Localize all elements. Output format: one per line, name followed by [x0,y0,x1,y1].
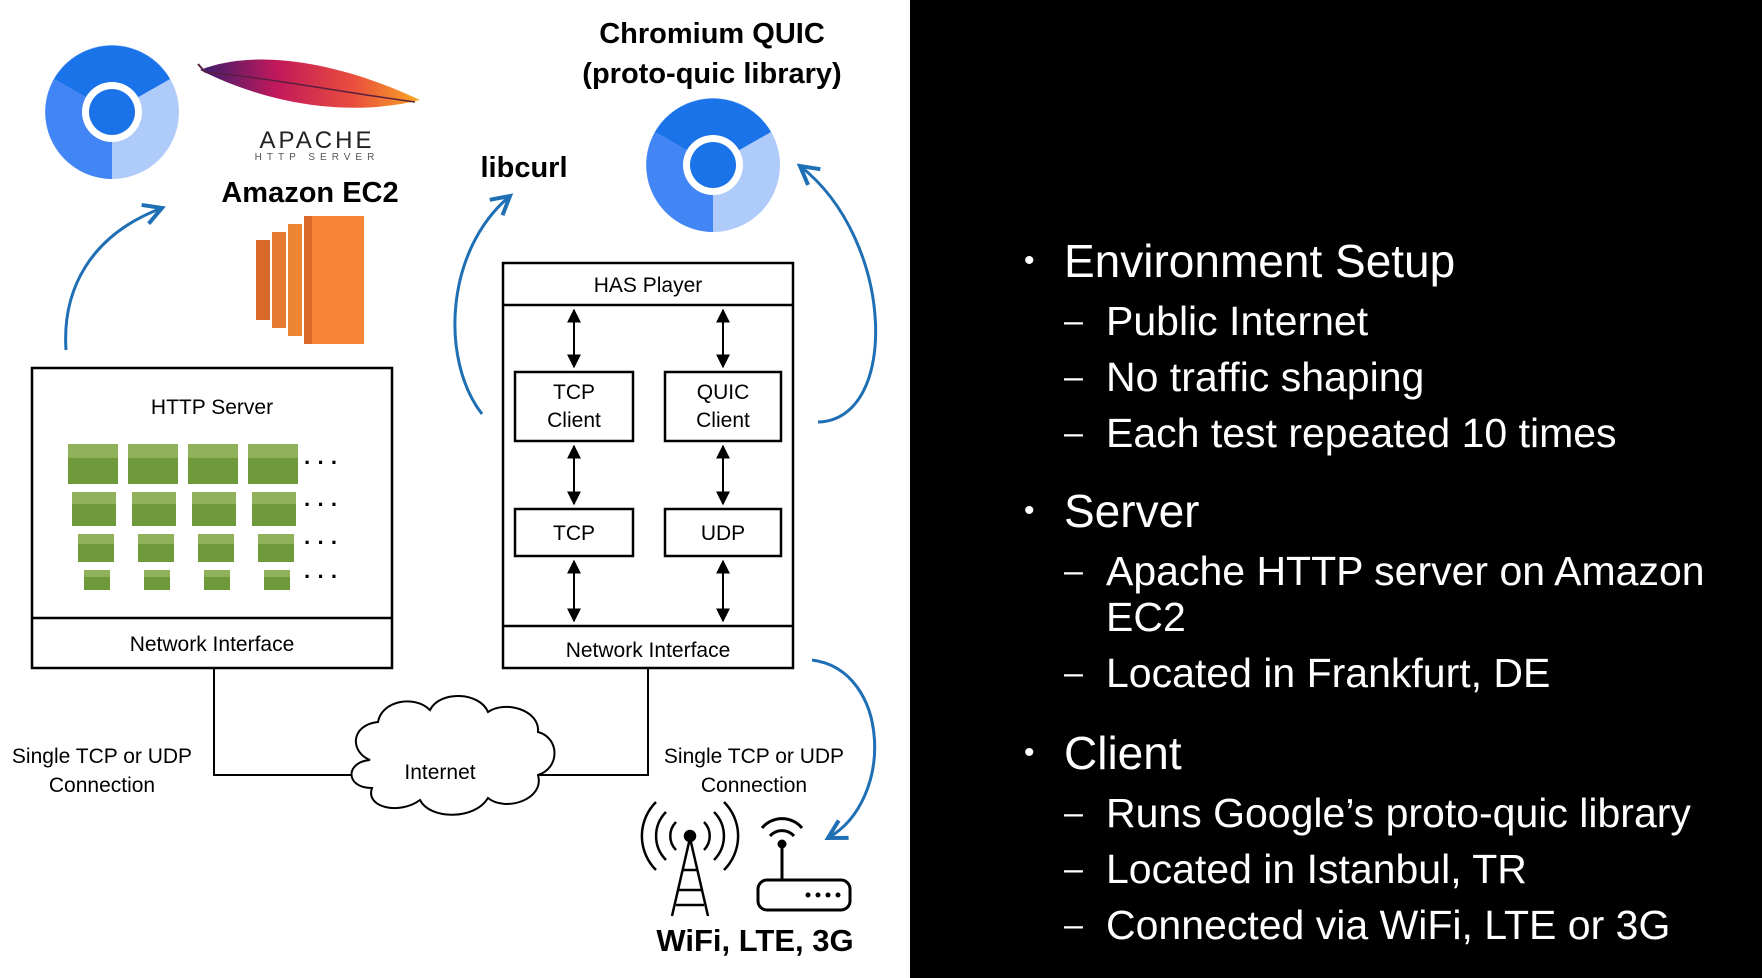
dash-icon: – [1064,850,1083,888]
network-connection-lines [213,668,649,776]
ellipsis-row-4: · · · [304,564,338,589]
chromium-quic-logo-icon [646,98,780,232]
http-server-label: HTTP Server [151,396,273,419]
access-network-label: WiFi, LTE, 3G [656,923,853,958]
ellipsis-row-3: · · · [304,530,338,555]
apache-logo-text: APACHE [260,127,375,154]
quic-client-line2: Client [696,409,750,432]
ellipsis-row-2: · · · [304,492,338,517]
video-thumbnail-row-3 [78,534,294,562]
quic-client-box [663,370,783,443]
tcp-label: TCP [553,522,595,545]
has-player-label: HAS Player [594,274,703,297]
tcp-client-box [513,370,635,443]
network-interface-right-label: Network Interface [566,639,731,662]
arrow-server-to-ec2 [64,208,162,351]
section-title: Server [1064,485,1200,537]
arrow-to-libcurl [453,196,510,415]
tcp-box [513,507,635,558]
dash-icon: – [1064,414,1083,452]
setup-summary-panel: • Environment Setup – Public Internet – … [910,0,1762,978]
stack-arrows [567,308,730,623]
internet-cloud-icon [350,695,556,816]
network-interface-left-label: Network Interface [130,633,295,656]
apache-feather-icon [197,59,420,108]
connection-right-line2: Connection [701,774,807,797]
chromium-quic-title-line1: Chromium QUIC [599,18,825,50]
video-thumbnail-row-4 [84,570,290,590]
connection-right-line1: Single TCP or UDP [664,745,844,768]
client-stack-box [501,261,795,670]
section-title: Environment Setup [1064,235,1456,287]
architecture-diagram: APACHE HTTP SERVER Amazon EC2 libcurl Ch… [12,18,878,958]
quic-client-line1: QUIC [697,381,750,404]
arrow-to-access-network [811,658,877,838]
dash-icon: – [1064,358,1083,396]
router-icon [756,817,852,912]
list-item-text: Apache HTTP server on Amazon EC2 [1106,548,1705,640]
arrow-to-chromium-quic [800,166,878,424]
udp-box [663,507,783,558]
dash-icon: – [1064,302,1083,340]
apache-logo-subtext: HTTP SERVER [255,152,380,163]
dash-icon: – [1064,552,1083,590]
connection-left-line2: Connection [49,774,155,797]
ellipsis-row-1: · · · [304,450,338,475]
video-segments-grid: · · · · · · · · · · · · [68,444,338,590]
list-item-text: Connected via WiFi, LTE or 3G [1106,902,1671,948]
list-item-text: Public Internet [1106,298,1369,344]
dash-icon: – [1064,906,1083,944]
dash-icon: – [1064,794,1083,832]
libcurl-label: libcurl [480,152,567,184]
chromium-quic-title-line2: (proto-quic library) [582,58,841,90]
list-item-text: No traffic shaping [1106,354,1425,400]
chromium-logo-icon [45,45,179,179]
bullet-icon: • [1024,494,1035,527]
list-item-text: Runs Google’s proto-quic library [1106,790,1691,836]
udp-label: UDP [701,522,745,545]
tcp-client-line1: TCP [553,381,595,404]
video-thumbnail-row-2 [72,492,296,526]
dash-icon: – [1064,654,1083,692]
list-item-text: Each test repeated 10 times [1106,410,1617,456]
connection-left-line1: Single TCP or UDP [12,745,192,768]
internet-label: Internet [404,761,475,784]
amazon-ec2-icon [256,216,364,344]
video-thumbnail-row-1 [68,444,298,484]
bullet-icon: • [1024,244,1035,277]
cell-tower-icon [640,801,740,917]
list-item-text: Located in Istanbul, TR [1106,846,1527,892]
amazon-ec2-label: Amazon EC2 [221,177,398,209]
list-item-text: Located in Frankfurt, DE [1106,650,1551,696]
tcp-client-line2: Client [547,409,601,432]
section-title: Client [1064,727,1182,779]
bullet-icon: • [1024,736,1035,769]
